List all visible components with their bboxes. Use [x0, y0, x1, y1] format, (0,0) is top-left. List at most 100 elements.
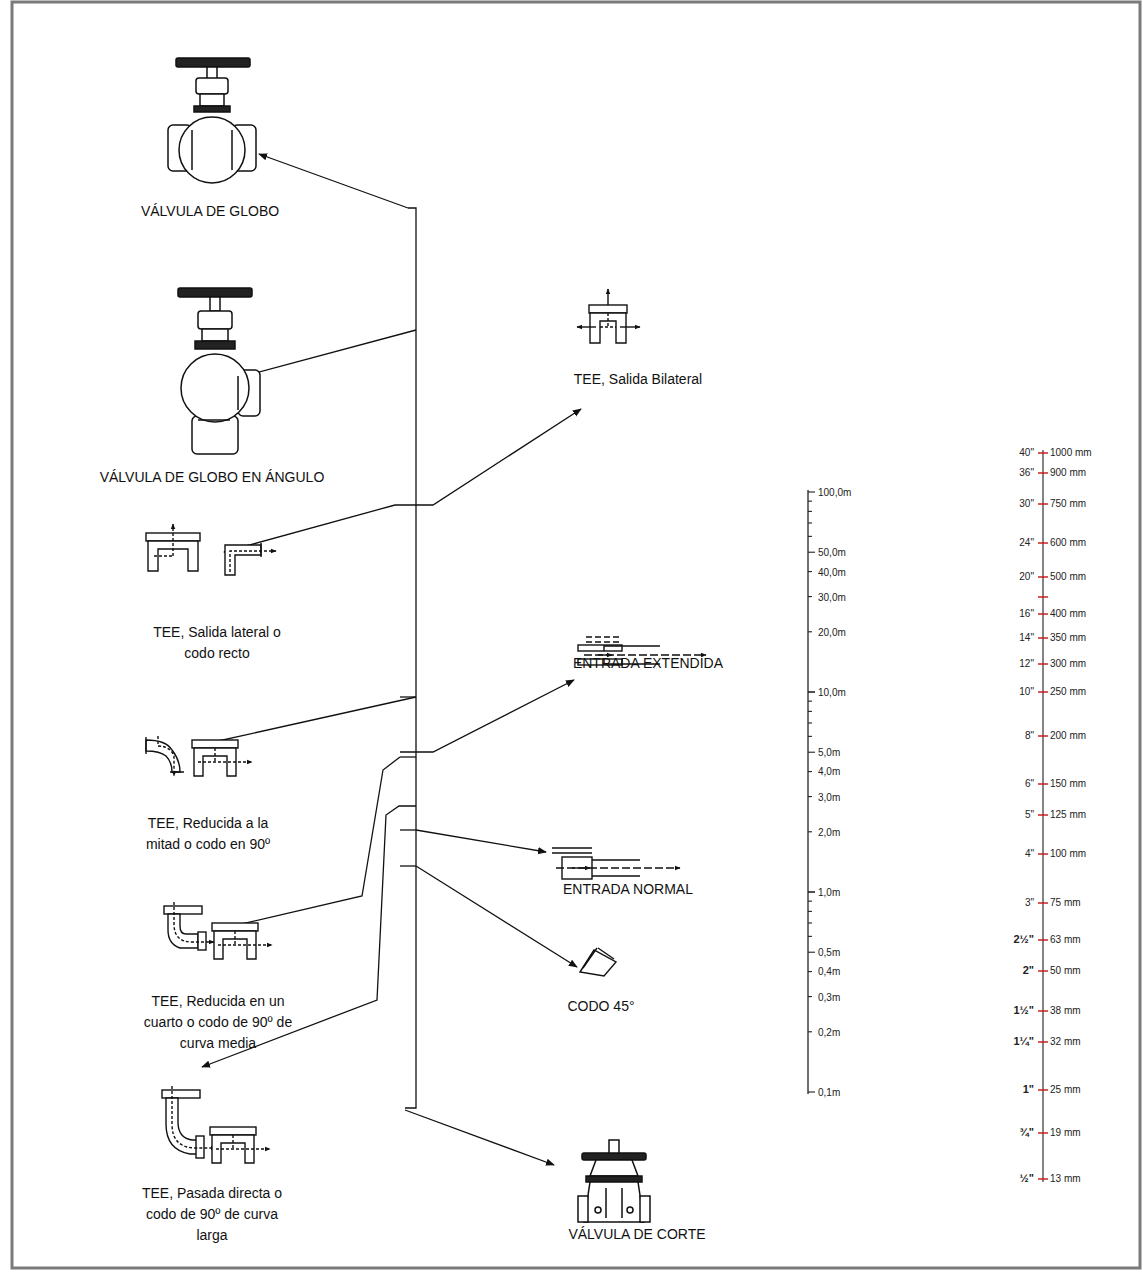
length-tick — [808, 552, 815, 553]
mm-value: 1000 mm — [1050, 446, 1092, 459]
diameter-tick — [1038, 1089, 1048, 1090]
length-tick — [808, 831, 812, 832]
globe-valve — [192, 130, 232, 170]
tee-quarter-elbow — [174, 902, 214, 942]
fitting-label: VÁLVULA DE GLOBO EN ÁNGULO — [32, 467, 392, 488]
fitting-label: VÁLVULA DE CORTE — [527, 1224, 747, 1245]
tee-quarter-elbow — [234, 931, 235, 945]
tee-half-elbow — [146, 740, 180, 772]
inch-value: ¾" — [982, 1126, 1034, 1139]
gate-valve — [609, 1140, 619, 1153]
globe-valve — [179, 117, 245, 183]
diameter-tick — [1038, 970, 1048, 971]
mm-value: 19 mm — [1050, 1126, 1081, 1139]
gate-valve — [578, 1140, 650, 1222]
globe-valve — [196, 78, 228, 94]
length-value: 30,0m — [818, 591, 846, 604]
inch-value: 16" — [982, 607, 1034, 620]
length-tick — [808, 911, 812, 912]
length-tick — [808, 536, 812, 537]
mm-value: 150 mm — [1050, 777, 1086, 790]
diameter-tick — [1038, 596, 1048, 597]
tee-long-elbow — [172, 1086, 216, 1148]
length-tick — [808, 752, 815, 753]
scales — [808, 450, 1048, 1182]
diameter-tick — [1038, 902, 1048, 903]
tee-half-elbow — [198, 761, 252, 762]
extended-entry — [586, 637, 620, 642]
gate-valve — [582, 1153, 646, 1160]
fitting-label: TEE, Salida lateral o codo recto — [147, 622, 287, 664]
mm-value: 13 mm — [1050, 1172, 1081, 1185]
fitting-label: TEE, Reducida en un cuarto o codo de 90º… — [143, 991, 293, 1054]
length-tick — [808, 971, 812, 972]
tee-long-elbow — [232, 1135, 233, 1149]
length-value: 20,0m — [818, 626, 846, 639]
length-value: 2,0m — [818, 826, 840, 839]
inch-value: 30" — [982, 497, 1034, 510]
normal-entry — [552, 848, 680, 879]
tee-half-elbow — [192, 740, 238, 748]
diameter-tick — [1038, 853, 1048, 854]
diameter-tick — [1038, 1041, 1048, 1042]
diameter-tick — [1038, 472, 1048, 473]
tee-bilateral — [600, 313, 616, 327]
gate-valve — [595, 1207, 601, 1213]
length-tick — [808, 701, 812, 702]
length-value: 50,0m — [818, 546, 846, 559]
leader-lines — [416, 866, 577, 967]
inch-value: 8" — [982, 729, 1034, 742]
inch-value: 1¼" — [982, 1035, 1034, 1048]
diameter-tick — [1038, 1178, 1048, 1179]
mm-value: 400 mm — [1050, 607, 1086, 620]
diameter-tick — [1038, 637, 1048, 638]
tee-quarter-elbow — [164, 906, 202, 914]
angle-globe-valve — [198, 311, 232, 329]
diameter-tick — [1038, 663, 1048, 664]
angle-globe-valve — [181, 354, 249, 422]
length-tick — [808, 936, 812, 937]
tee-lateral-elbow — [172, 524, 173, 556]
diameter-scale-line — [1042, 450, 1043, 1182]
length-tick — [808, 491, 815, 492]
length-tick — [808, 691, 815, 692]
length-tick — [808, 996, 812, 997]
frame — [12, 2, 1140, 1268]
mm-value: 100 mm — [1050, 847, 1086, 860]
length-value: 100,0m — [818, 486, 851, 499]
angle-globe-valve — [195, 341, 235, 349]
gate-valve — [584, 1182, 644, 1222]
tee-lateral-elbow — [154, 555, 172, 556]
tee-bilateral — [620, 326, 640, 327]
globe-valve — [200, 94, 224, 106]
length-value: 0,5m — [818, 946, 840, 959]
inch-value: 1" — [982, 1083, 1034, 1096]
inch-value: 2" — [982, 964, 1034, 977]
leader-lines — [248, 330, 416, 375]
inch-value: 24" — [982, 536, 1034, 549]
tee-quarter-elbow — [168, 914, 198, 948]
elbow-45 — [583, 948, 614, 968]
globe-valve — [176, 58, 250, 67]
diameter-tick — [1038, 939, 1048, 940]
gate-valve — [640, 1196, 650, 1222]
length-tick — [808, 891, 815, 892]
length-value: 4,0m — [818, 765, 840, 778]
tee-long-elbow — [216, 1148, 270, 1149]
length-tick — [808, 922, 812, 923]
tee-bilateral — [607, 289, 608, 305]
mm-value: 63 mm — [1050, 933, 1081, 946]
length-scale-line — [807, 490, 808, 1094]
length-tick — [808, 1031, 812, 1032]
leader-lines — [405, 208, 416, 1108]
length-tick — [808, 631, 812, 632]
fitting-label: ENTRADA EXTENDIDA — [538, 653, 758, 674]
mm-value: 200 mm — [1050, 729, 1086, 742]
length-value: 0,4m — [818, 965, 840, 978]
leader-lines — [400, 865, 416, 866]
gate-valve — [590, 1160, 638, 1176]
tee-half-elbow — [146, 736, 252, 776]
length-value: 40,0m — [818, 566, 846, 579]
angle-globe-valve — [178, 288, 252, 297]
tee-bilateral — [590, 313, 626, 343]
